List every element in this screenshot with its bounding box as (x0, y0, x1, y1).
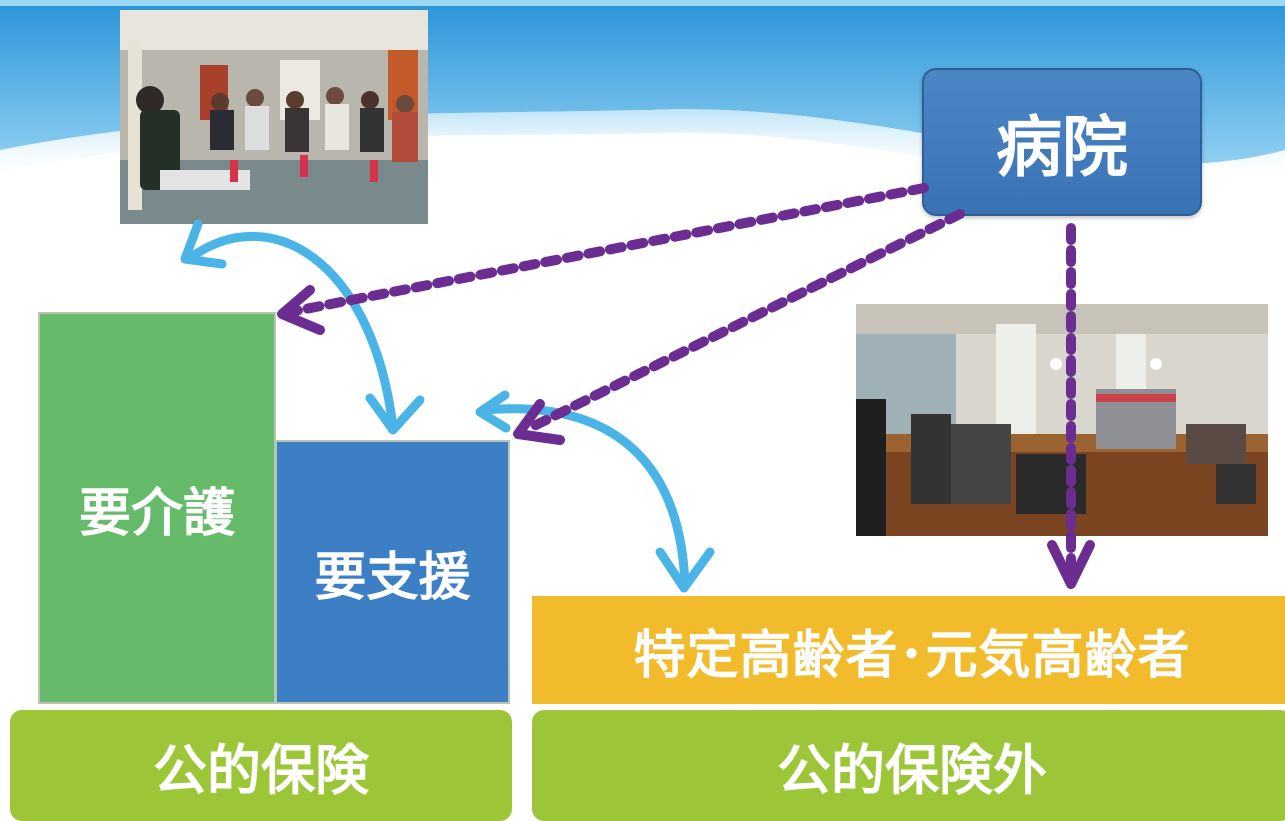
hospital-box: 病院 (922, 68, 1202, 216)
care-required-label: 要介護 (78, 482, 235, 544)
non-public-insurance-label: 公的保険外 (777, 738, 1047, 802)
gym-photo-image (856, 304, 1268, 536)
non-public-insurance-box: 公的保険外 (532, 710, 1285, 821)
support-required-label: 要支援 (314, 546, 471, 608)
elderly-label: 特定高齢者･元気高齢者 (633, 624, 1191, 686)
public-insurance-box: 公的保険 (10, 710, 512, 821)
exercise-photo (120, 10, 428, 224)
public-insurance-label: 公的保険 (153, 738, 369, 802)
support-required-box: 要支援 (275, 440, 510, 704)
hospital-label: 病院 (996, 108, 1128, 186)
exercise-photo-image (120, 10, 428, 224)
gym-photo (856, 304, 1268, 536)
elderly-box: 特定高齢者･元気高齢者 (532, 596, 1285, 704)
care-required-box: 要介護 (38, 312, 276, 704)
